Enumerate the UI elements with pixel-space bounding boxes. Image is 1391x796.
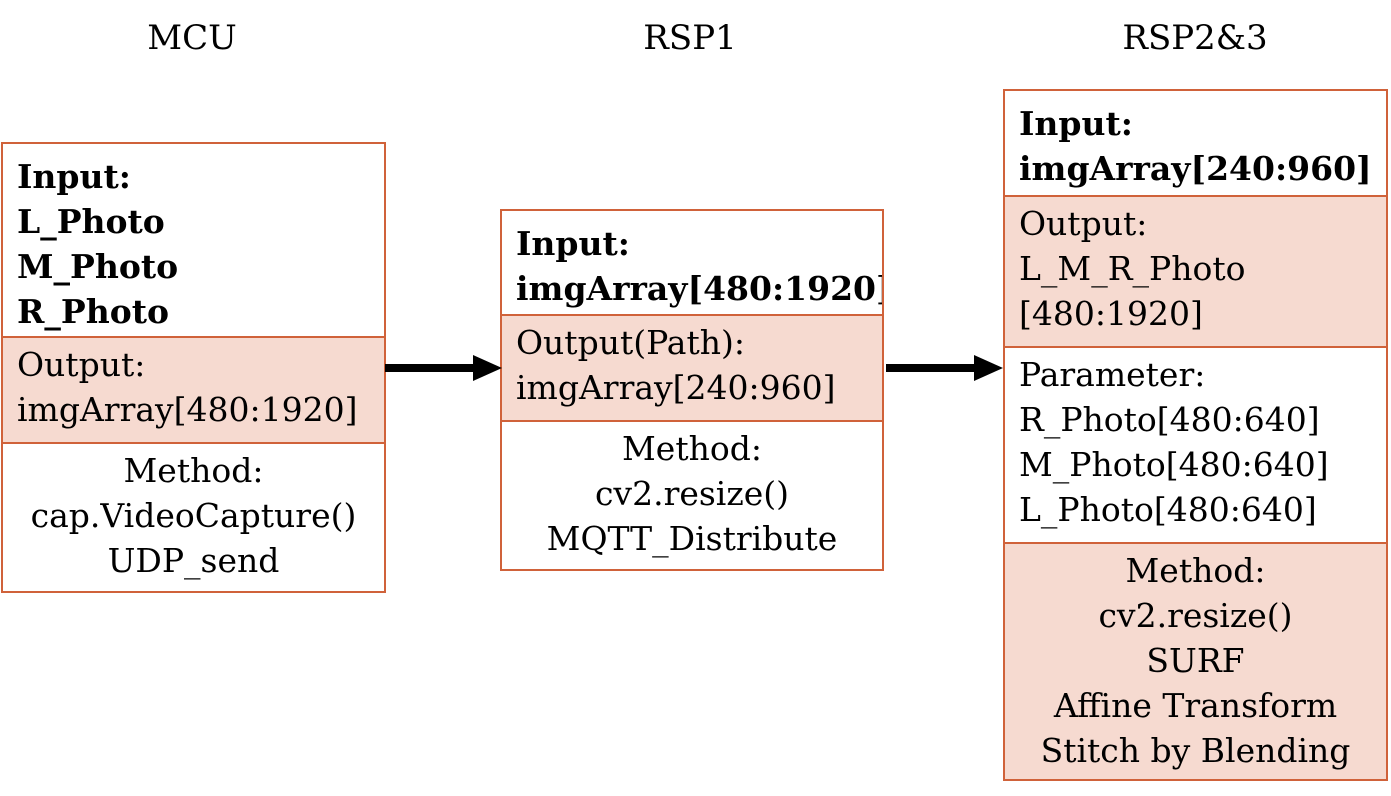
rsp1-method-section: Method: cv2.resize() MQTT_Distribute [502,420,882,569]
arrow-head [473,355,502,381]
rsp23-parameter-item: M_Photo[480:640] [1019,445,1329,484]
rsp1-input-heading: Input: [516,224,630,263]
rsp23-input-section: Input: imgArray[240:960] [1005,91,1386,197]
mcu-output-heading: Output: [17,345,146,384]
rsp1-method-item: cv2.resize() [594,474,790,513]
mcu-method-heading: Method: [123,451,264,490]
rsp1-node: Input: imgArray[480:1920] Output(Path): … [500,209,884,571]
mcu-method-item: cap.VideoCapture() [30,496,357,535]
rsp23-output-item: [480:1920] [1019,294,1203,333]
rsp23-node: Input: imgArray[240:960] Output: L_M_R_P… [1003,89,1388,781]
rsp23-method-heading: Method: [1125,551,1266,590]
rsp23-method-item: Affine Transform [1053,686,1338,725]
rsp1-output-section: Output(Path): imgArray[240:960] [502,316,882,420]
arrow-mcu-to-rsp1 [385,355,502,381]
rsp23-output-item: L_M_R_Photo [1019,249,1246,288]
mcu-output-section: Output: imgArray[480:1920] [3,338,384,442]
arrow-head [974,355,1003,381]
rsp1-method-item: MQTT_Distribute [546,519,838,558]
mcu-node: Input: L_Photo M_Photo R_Photo Output: i… [1,142,386,593]
mcu-input-item: M_Photo [17,247,179,286]
mcu-input-item: R_Photo [17,292,169,331]
rsp23-input-item: imgArray[240:960] [1019,149,1372,188]
rsp23-parameter-item: R_Photo[480:640] [1019,400,1320,439]
rsp23-title: RSP2&3 [1122,18,1268,58]
mcu-input-heading: Input: [17,157,131,196]
mcu-title: MCU [147,18,237,58]
rsp1-output-heading: Output(Path): [516,323,745,362]
rsp1-output-item: imgArray[240:960] [516,368,836,407]
rsp23-parameter-section: Parameter: R_Photo[480:640] M_Photo[480:… [1005,346,1386,542]
rsp1-method-heading: Method: [622,429,762,468]
rsp23-method-item: cv2.resize() [1098,596,1293,635]
rsp1-input-section: Input: imgArray[480:1920] [502,211,882,316]
mcu-method-item: UDP_send [107,541,280,580]
rsp23-parameter-item: L_Photo[480:640] [1019,490,1317,529]
rsp23-method-item: Stitch by Blending [1040,731,1351,770]
mcu-method-section: Method: cap.VideoCapture() UDP_send [3,442,384,591]
rsp1-title: RSP1 [643,18,737,58]
rsp23-method-item: SURF [1146,641,1245,680]
mcu-input-item: L_Photo [17,202,165,241]
rsp23-input-heading: Input: [1019,104,1133,143]
rsp23-output-section: Output: L_M_R_Photo [480:1920] [1005,197,1386,346]
rsp1-input-item: imgArray[480:1920] [516,269,882,308]
arrow-rsp1-to-rsp23 [886,355,1003,381]
rsp23-parameter-heading: Parameter: [1019,355,1206,394]
rsp23-output-heading: Output: [1019,204,1148,243]
mcu-output-item: imgArray[480:1920] [17,390,358,429]
mcu-input-section: Input: L_Photo M_Photo R_Photo [3,144,384,338]
rsp23-method-section: Method: cv2.resize() SURF Affine Transfo… [1005,542,1386,779]
